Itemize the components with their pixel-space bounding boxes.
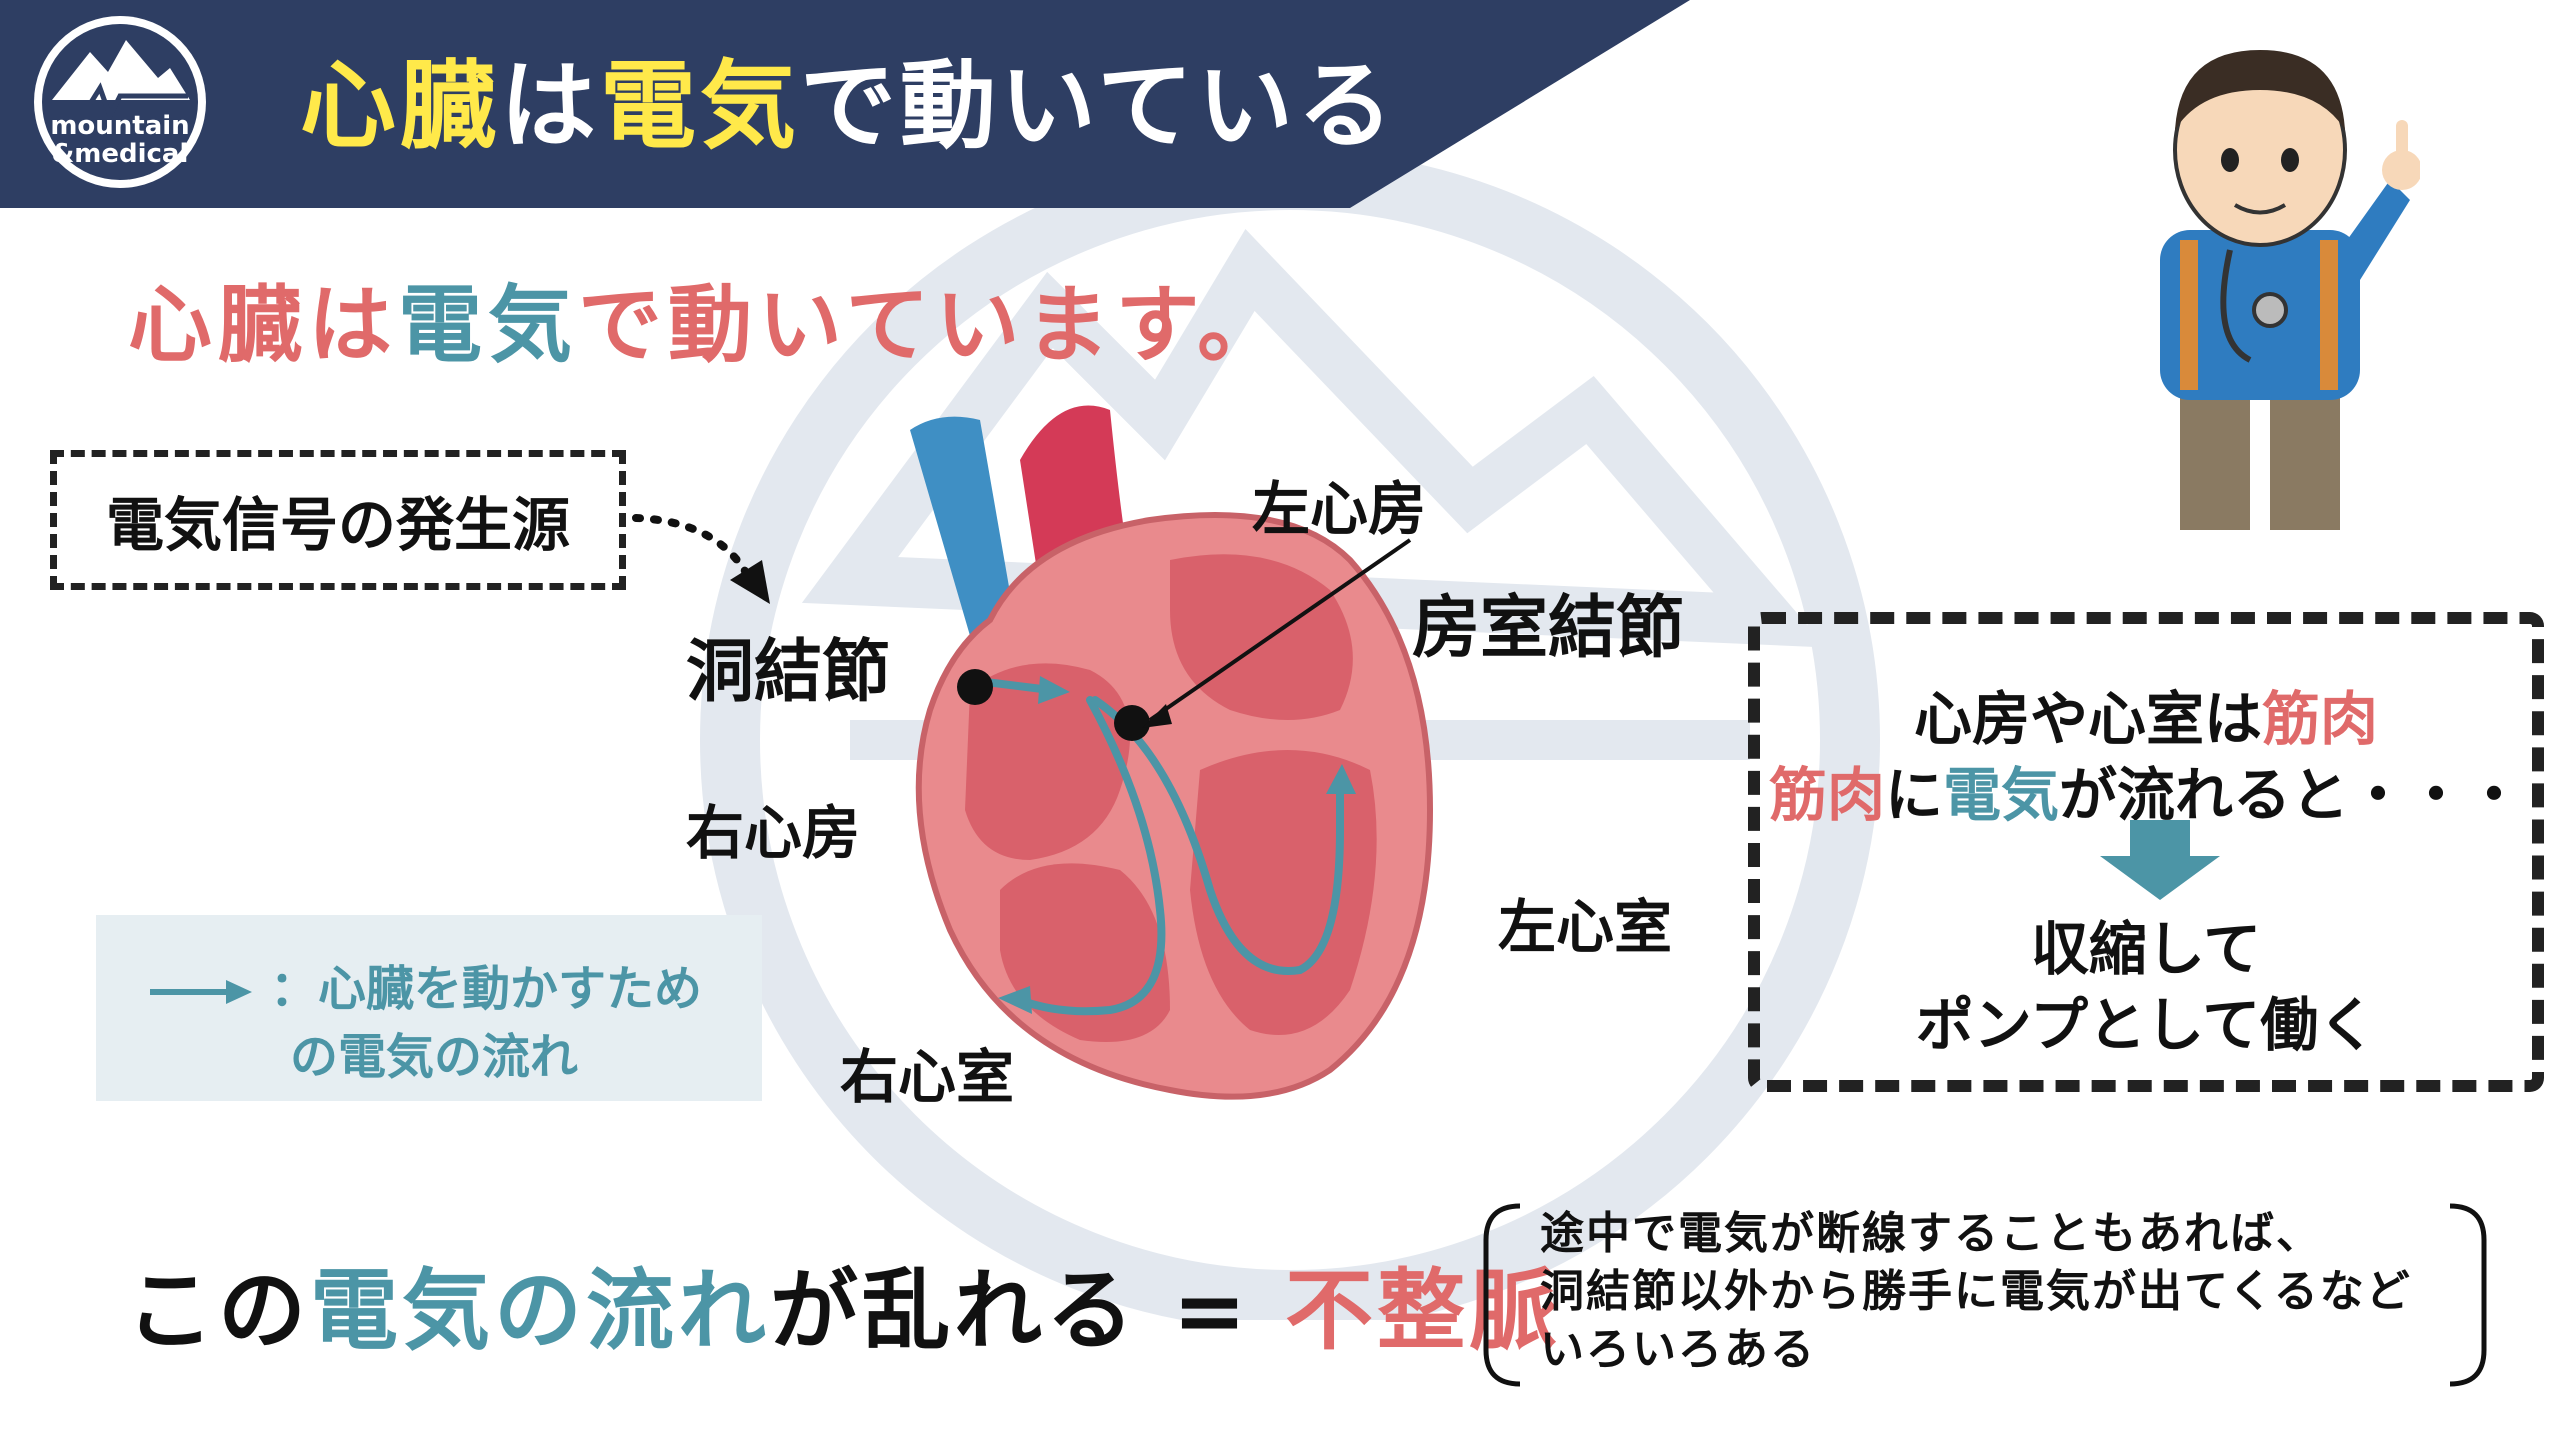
explanation-line2: 筋肉に電気が流れると・・・ <box>1756 748 2536 832</box>
explanation-line2-d: が流れると・・・ <box>2059 761 2524 829</box>
logo-text-2: &medical <box>52 139 189 169</box>
statement-part3: の流れ <box>494 1259 771 1362</box>
explanation-line1: 心房や心室は筋肉 <box>1756 672 2536 756</box>
explanation-line4: ポンプとして働く <box>1915 991 2377 1059</box>
label-av-node: 房室結節 <box>1412 589 1685 668</box>
note-line2: 洞結節以外から勝手に電気が出てくるなど <box>1540 1266 2412 1317</box>
heart-diagram <box>910 405 1434 1100</box>
subtitle-part1: 心臓は <box>128 276 399 374</box>
legend-arrow-icon <box>150 980 252 1004</box>
statement-part4: が乱れる = <box>770 1259 1286 1362</box>
explanation-line2-c: 電気 <box>1943 761 2060 829</box>
note-bracket <box>1483 1203 2487 1387</box>
explanation-box <box>1748 612 2544 1092</box>
dotted-arrow <box>632 514 770 604</box>
label-left-atrium: 左心房 <box>1252 475 1427 543</box>
legend-box <box>96 915 762 1101</box>
signal-source-label: 電気信号の発生源 <box>105 491 570 559</box>
explanation-line1-b: 筋肉 <box>2262 685 2379 753</box>
statement-part5: 不整脈 <box>1285 1259 1562 1362</box>
title-rest: で動いている <box>800 50 1398 162</box>
label-right-ventricle: 右心室 <box>840 1043 1015 1111</box>
subtitle: 心臓は電気で動いています。 <box>128 258 1287 379</box>
legend-text: ：心臓を動かすための電気の流れ <box>270 955 702 1091</box>
title-heart: 心臓 <box>300 50 500 162</box>
label-sa-node: 洞結節 <box>686 633 891 712</box>
logo-text-1: mountain <box>50 111 189 141</box>
legend-line1: ：心臓を動かすため <box>270 961 703 1017</box>
legend-line2: の電気の流れ <box>290 1029 579 1085</box>
down-arrow-icon <box>2100 820 2220 900</box>
note-line3: いろいろある <box>1540 1324 1816 1375</box>
page-title: 心臓は電気で動いている <box>300 28 1397 167</box>
arrhythmia-note: 途中で電気が断線することもあれば、洞結節以外から勝手に電気が出てくるなどいろいろ… <box>1540 1205 2412 1379</box>
explanation-line2-b: に <box>1884 761 1943 829</box>
explanation-line2-a: 筋肉 <box>1768 761 1885 829</box>
header-banner <box>0 0 1690 208</box>
subtitle-part3: で動いています。 <box>578 276 1288 374</box>
statement-part1: この <box>126 1259 311 1362</box>
statement-part2: 電気 <box>310 1259 495 1362</box>
explanation-line1-a: 心房や心室は <box>1913 685 2262 753</box>
signal-source-box: 電気信号の発生源 <box>50 450 626 590</box>
title-electric: 電気 <box>600 50 800 162</box>
label-left-ventricle: 左心室 <box>1498 893 1673 961</box>
explanation-line3: 収縮して <box>2030 915 2262 983</box>
subtitle-part2: 電気 <box>398 276 579 374</box>
arrhythmia-statement: この電気の流れが乱れる = 不整脈 <box>126 1240 1561 1367</box>
mountain-medical-logo: mountain &medical <box>34 16 206 188</box>
label-right-atrium: 右心房 <box>686 799 861 867</box>
doctor-character <box>2160 50 2420 530</box>
title-ha: は <box>500 50 600 162</box>
note-line1: 途中で電気が断線することもあれば、 <box>1540 1208 2322 1259</box>
